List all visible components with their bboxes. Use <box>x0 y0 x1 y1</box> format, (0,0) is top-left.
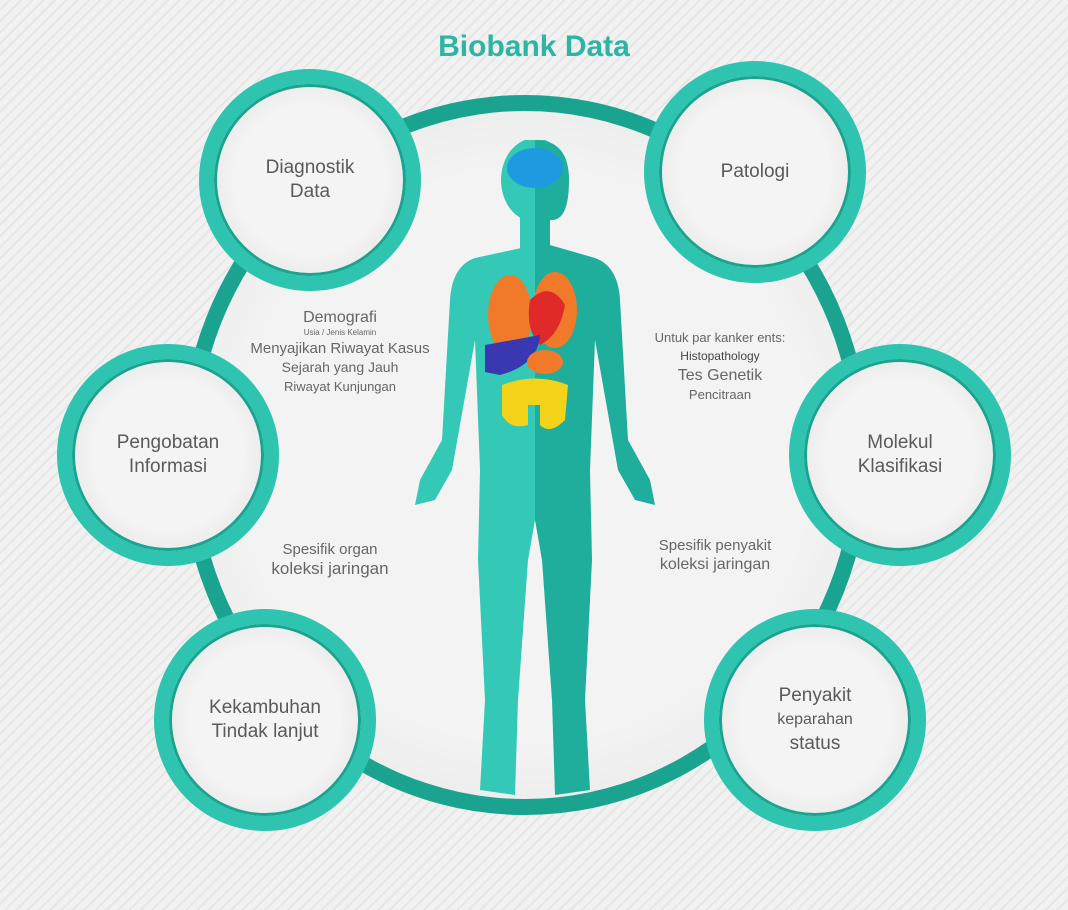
node-label: Informasi <box>128 456 208 477</box>
node-kekambuhan-tindak-lanjut: Kekambuhan Tindak lanjut <box>154 609 376 831</box>
node-label: Penyakit <box>778 685 852 706</box>
note-text: Tes Genetik <box>677 367 763 384</box>
node-label: Patologi <box>720 161 790 182</box>
note-text: Demografi <box>303 309 377 326</box>
lung-left-organ <box>488 275 532 355</box>
liver-organ <box>485 335 540 375</box>
note-text: koleksi jaringan <box>271 559 389 578</box>
node-penyakit-keparahan-status: Penyakit keparahan status <box>704 609 926 831</box>
note-text: Riwayat Kunjungan <box>283 379 397 394</box>
node-label: Molekul <box>867 432 933 453</box>
left-notes: Demografi Usia / Jenis Kelamin Menyajika… <box>240 308 440 396</box>
note-text: Pencitraan <box>688 387 752 402</box>
node-label: Pengobatan <box>116 432 220 453</box>
note-text: Spesifik penyakit <box>658 537 772 554</box>
node-label: status <box>789 733 841 754</box>
right-notes: Untuk par kanker ents: Histopathology Te… <box>640 328 800 404</box>
note-text: koleksi jaringan <box>659 556 771 573</box>
node-diagnostik-data: Diagnostik Data <box>199 69 421 291</box>
node-label: Tindak lanjut <box>211 721 319 742</box>
left-collection: Spesifik organ koleksi jaringan <box>250 540 410 578</box>
brain-organ <box>507 148 563 188</box>
node-label: Diagnostik <box>265 157 355 178</box>
body-right-half <box>535 140 655 795</box>
right-collection: Spesifik penyakit koleksi jaringan <box>635 536 795 574</box>
human-body-figure <box>415 140 655 795</box>
node-patologi: Patologi <box>644 61 866 283</box>
node-molekul-klasifikasi: Molekul Klasifikasi <box>789 344 1011 566</box>
node-label: keparahan <box>777 711 853 728</box>
note-text: Spesifik organ <box>282 541 378 558</box>
stomach-organ <box>527 350 563 374</box>
intestine-organ <box>502 378 568 429</box>
node-label: Data <box>289 181 331 202</box>
note-text: Menyajikan Riwayat Kasus <box>250 340 430 357</box>
note-text: Usia / Jenis Kelamin <box>303 328 377 337</box>
diagram-title: Biobank Data <box>438 30 630 63</box>
note-text: Histopathology <box>680 349 760 363</box>
heart-organ <box>528 291 565 345</box>
note-text: Sejarah yang Jauh <box>281 359 399 375</box>
node-label: Kekambuhan <box>209 697 321 718</box>
note-text: Untuk par kanker ents: <box>654 330 786 345</box>
node-label: Klasifikasi <box>857 456 943 477</box>
